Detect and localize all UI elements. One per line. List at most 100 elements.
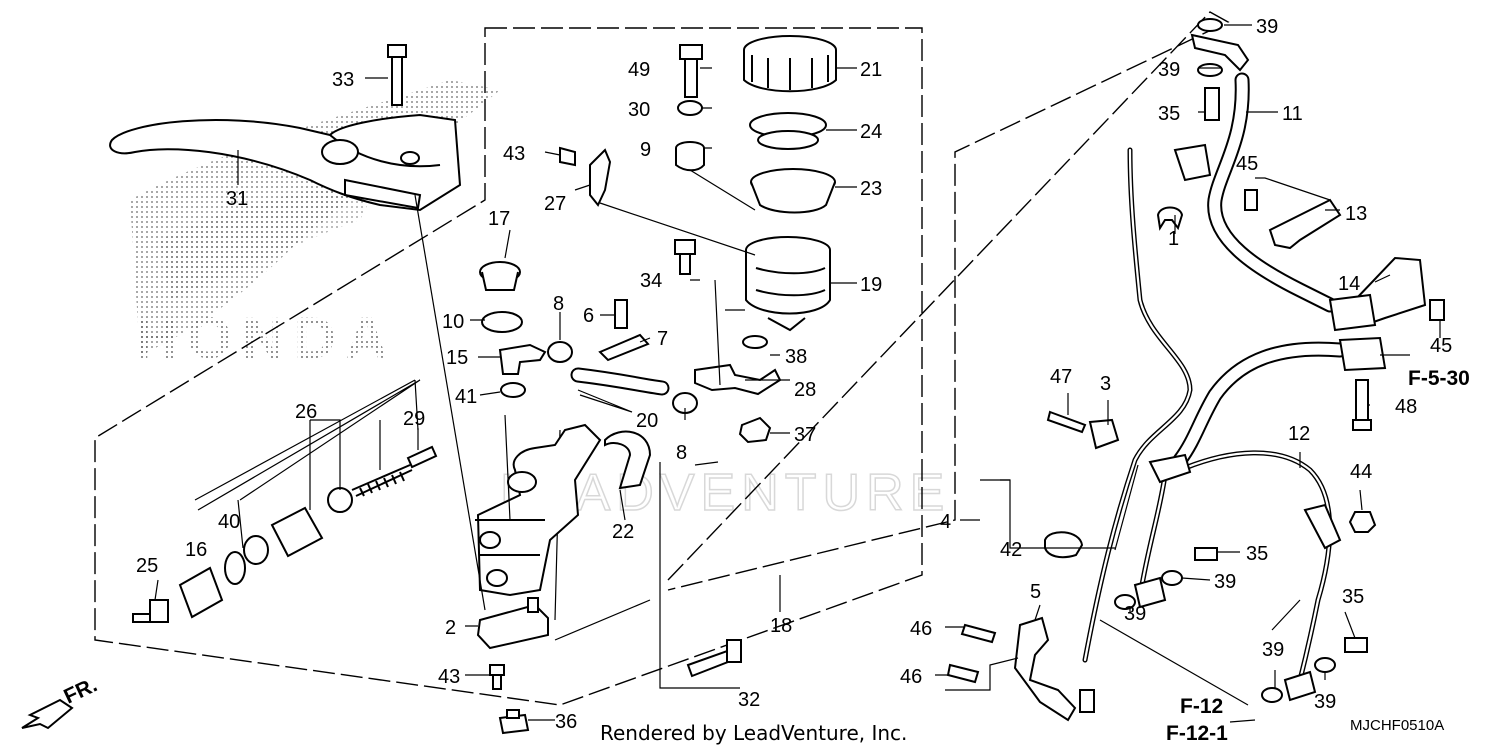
pivot-bolt[interactable]: [387, 44, 407, 106]
callout-17[interactable]: 17: [488, 208, 510, 230]
lower-banjo-fittings[interactable]: [1114, 547, 1368, 703]
callout-21[interactable]: 21: [860, 59, 882, 81]
diaphragm[interactable]: [750, 168, 836, 214]
callout-9[interactable]: 9: [640, 139, 651, 161]
callout-5[interactable]: 5: [1030, 581, 1041, 603]
callout-8a[interactable]: 8: [553, 293, 564, 315]
reservoir-mount-bolt[interactable]: [559, 44, 705, 275]
callout-38[interactable]: 38: [785, 346, 807, 368]
diaphragm-plate[interactable]: [749, 112, 827, 150]
brake-hose-lower[interactable]: [1172, 341, 1348, 468]
callout-30[interactable]: 30: [628, 99, 650, 121]
callout-36[interactable]: 36: [555, 711, 577, 733]
ref-f-12-1[interactable]: F-12-1: [1166, 722, 1228, 745]
callout-2[interactable]: 2: [445, 617, 456, 639]
brake-hose-11[interactable]: [1207, 72, 1338, 313]
callout-40[interactable]: 40: [218, 511, 240, 533]
callout-41[interactable]: 41: [455, 386, 477, 408]
callout-48[interactable]: 48: [1395, 396, 1417, 418]
callout-19[interactable]: 19: [860, 274, 882, 296]
callout-45a[interactable]: 45: [1236, 153, 1258, 175]
callout-3[interactable]: 3: [1100, 373, 1111, 395]
callout-22[interactable]: 22: [612, 521, 634, 543]
callout-47[interactable]: 47: [1050, 366, 1072, 388]
front-direction-arrow: FR.: [21, 673, 101, 730]
sensor-clip[interactable]: [1156, 206, 1184, 231]
callout-14[interactable]: 14: [1338, 273, 1360, 295]
callout-49[interactable]: 49: [628, 59, 650, 81]
brake-pipe-lower[interactable]: [1139, 472, 1168, 588]
callout-39d[interactable]: 39: [1124, 603, 1146, 625]
brake-lever[interactable]: [109, 113, 462, 212]
callout-29[interactable]: 29: [403, 408, 425, 430]
callout-39e[interactable]: 39: [1262, 639, 1284, 661]
callout-31[interactable]: 31: [226, 188, 248, 210]
sensor-bolts[interactable]: [946, 623, 997, 684]
pipe-clamp[interactable]: [1303, 503, 1342, 550]
callout-28[interactable]: 28: [794, 379, 816, 401]
callout-20[interactable]: 20: [636, 410, 658, 432]
callout-4[interactable]: 4: [940, 511, 951, 533]
wheel-speed-sensor[interactable]: [1013, 616, 1095, 722]
brake-switch[interactable]: [476, 597, 549, 650]
callout-39a[interactable]: 39: [1256, 16, 1278, 38]
callout-8b[interactable]: 8: [676, 442, 687, 464]
callout-1[interactable]: 1: [1168, 228, 1179, 250]
master-cylinder-body[interactable]: [475, 423, 602, 597]
reservoir-cap[interactable]: [743, 35, 837, 93]
callout-37[interactable]: 37: [794, 424, 816, 446]
lever-nut[interactable]: [498, 709, 530, 735]
callout-18[interactable]: 18: [770, 615, 792, 637]
three-way-joint[interactable]: [1148, 453, 1192, 484]
ref-f-12[interactable]: F-12: [1180, 695, 1223, 718]
hose-joint-blocks[interactable]: [1328, 293, 1387, 372]
callout-16[interactable]: 16: [185, 539, 207, 561]
callout-34[interactable]: 34: [640, 270, 662, 292]
callout-11[interactable]: 11: [1282, 103, 1303, 125]
switch-screw[interactable]: [489, 664, 505, 690]
joint-bolt-48[interactable]: [1352, 379, 1372, 431]
callout-35a[interactable]: 35: [1158, 103, 1180, 125]
footer-credit: Rendered by LeadVenture, Inc.: [600, 721, 907, 745]
callout-35c[interactable]: 35: [1342, 586, 1364, 608]
reservoir-hose[interactable]: [570, 367, 670, 396]
callout-35b[interactable]: 35: [1246, 543, 1268, 565]
callout-32[interactable]: 32: [738, 689, 760, 711]
callout-43b[interactable]: 43: [438, 666, 460, 688]
holder-clamp[interactable]: [604, 430, 652, 490]
sensor-guide[interactable]: [1046, 410, 1120, 450]
reservoir-tank[interactable]: [745, 236, 831, 332]
callout-13[interactable]: 13: [1345, 203, 1367, 225]
callout-27[interactable]: 27: [544, 193, 566, 215]
ref-f-5-30[interactable]: F-5-30: [1408, 367, 1470, 390]
callout-26[interactable]: 26: [295, 401, 317, 423]
nut-44[interactable]: [1348, 511, 1377, 533]
callout-24[interactable]: 24: [860, 121, 882, 143]
callout-6[interactable]: 6: [583, 305, 594, 327]
callout-39f[interactable]: 39: [1314, 691, 1336, 713]
abs-sensor-line[interactable]: [1082, 147, 1193, 663]
hose-joint[interactable]: [479, 261, 547, 398]
hose-clamp-42[interactable]: [1044, 531, 1084, 559]
callout-7[interactable]: 7: [657, 328, 668, 350]
callout-46b[interactable]: 46: [900, 666, 922, 688]
reservoir-stay[interactable]: [598, 299, 782, 444]
callout-25[interactable]: 25: [136, 555, 158, 577]
callout-44[interactable]: 44: [1350, 461, 1372, 483]
upper-banjo-fittings[interactable]: [1173, 18, 1250, 182]
callout-33[interactable]: 33: [332, 69, 354, 91]
callout-12[interactable]: 12: [1288, 423, 1310, 445]
callout-10[interactable]: 10: [442, 311, 464, 333]
brake-pipe-12[interactable]: [1182, 450, 1333, 683]
callout-39b[interactable]: 39: [1158, 59, 1180, 81]
callout-43a[interactable]: 43: [503, 143, 525, 165]
callout-42[interactable]: 42: [1000, 539, 1022, 561]
callout-45b[interactable]: 45: [1430, 335, 1452, 357]
holder-bolt[interactable]: [686, 639, 742, 678]
piston-set[interactable]: [132, 445, 438, 623]
callout-15[interactable]: 15: [446, 347, 468, 369]
callout-23[interactable]: 23: [860, 178, 882, 200]
callout-39c[interactable]: 39: [1214, 571, 1236, 593]
hose-clips[interactable]: [547, 341, 698, 414]
callout-46a[interactable]: 46: [910, 618, 932, 640]
